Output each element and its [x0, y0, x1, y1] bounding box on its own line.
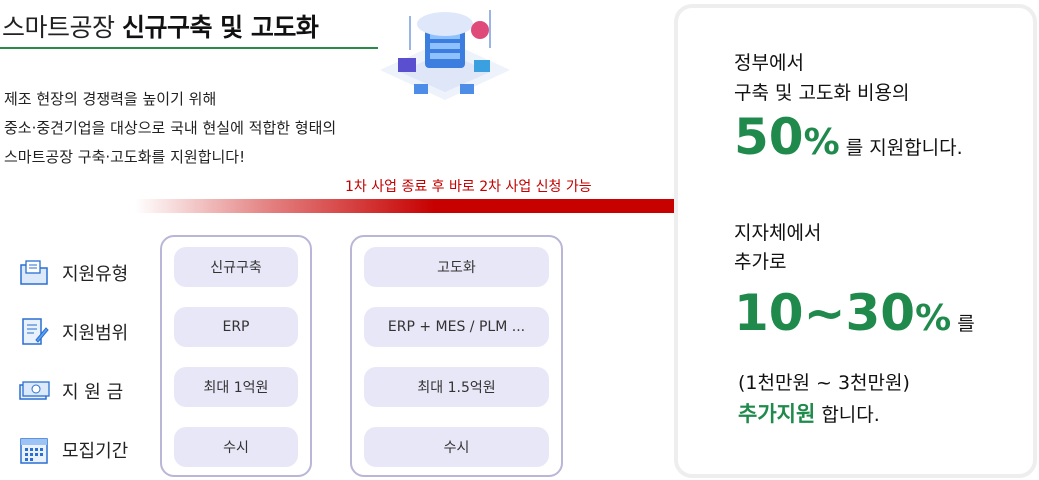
pill-scope: ERP	[174, 307, 298, 347]
panel-local-line: 지자체에서	[734, 222, 822, 244]
label-text: 모집기간	[62, 441, 129, 462]
description-line: 스마트공장 구축·고도화를 지원합니다!	[4, 148, 246, 166]
description-line: 중소·중견기업을 대상으로 국내 현실에 적합한 형태의	[4, 119, 337, 137]
highlight-text: 추가지원	[738, 402, 816, 426]
title-light: 스마트공장	[2, 13, 122, 42]
arrow-caption: 1차 사업 종료 후 바로 2차 사업 신청 가능	[345, 179, 592, 195]
percent-number: 50	[734, 108, 804, 166]
pill-amount: 최대 1.5억원	[364, 367, 549, 407]
panel-additional-line: 추가로	[734, 251, 787, 273]
panel-cost-line: 구축 및 고도화 비용의	[734, 82, 910, 104]
label-recruit-period: 모집기간	[18, 430, 128, 470]
support-summary-panel: 정부에서 구축 및 고도화 비용의 50% 를 지원합니다. 지자체에서 추가로…	[674, 4, 1037, 478]
label-text: 지 원 금	[62, 382, 124, 403]
smart-factory-illustration-icon	[380, 10, 510, 100]
title-underline	[0, 47, 378, 49]
page-title: 스마트공장 신규구축 및 고도화	[2, 8, 319, 44]
pill-amount: 최대 1억원	[174, 367, 298, 407]
document-edit-icon	[22, 318, 49, 345]
pill-scope: ERP + MES / PLM ...	[364, 307, 549, 347]
panel-final-line: 추가지원 합니다.	[738, 398, 880, 428]
label-text: 지원범위	[62, 323, 129, 344]
pill-period: 수시	[174, 427, 298, 467]
end-text: 합니다.	[821, 404, 880, 426]
panel-local-percent: 10~30% 를	[734, 284, 975, 342]
folder-icon	[20, 260, 48, 285]
label-support-type: 지원유형	[18, 253, 128, 293]
label-support-amount: 지 원 금	[18, 371, 123, 411]
description: 제조 현장의 경쟁력을 높이기 위해 중소·중견기업을 대상으로 국내 현실에 …	[4, 85, 336, 172]
pill-type: 고도화	[364, 247, 549, 287]
description-line: 제조 현장의 경쟁력을 높이기 위해	[4, 90, 217, 108]
percent-sign: %	[915, 298, 952, 339]
percent-number: 10~30	[734, 284, 916, 342]
label-support-scope: 지원범위	[18, 312, 128, 352]
percent-suffix: 를 지원합니다.	[845, 137, 963, 159]
pill-type: 신규구축	[174, 247, 298, 287]
percent-suffix: 를	[957, 313, 975, 335]
label-text: 지원유형	[62, 264, 129, 285]
title-bold: 신규구축 및 고도화	[121, 13, 319, 42]
pill-period: 수시	[364, 427, 549, 467]
calendar-icon	[20, 438, 48, 464]
percent-sign: %	[803, 122, 840, 163]
column-advancement: 고도화 ERP + MES / PLM ... 최대 1.5억원 수시	[350, 235, 563, 477]
panel-range: (1천만원 ~ 3천만원)	[738, 372, 910, 394]
panel-gov-line: 정부에서	[734, 52, 804, 74]
panel-gov-percent: 50% 를 지원합니다.	[734, 108, 963, 166]
money-icon	[19, 381, 50, 400]
arrow-bar	[135, 199, 680, 213]
column-new-build: 신규구축 ERP 최대 1억원 수시	[160, 235, 312, 477]
